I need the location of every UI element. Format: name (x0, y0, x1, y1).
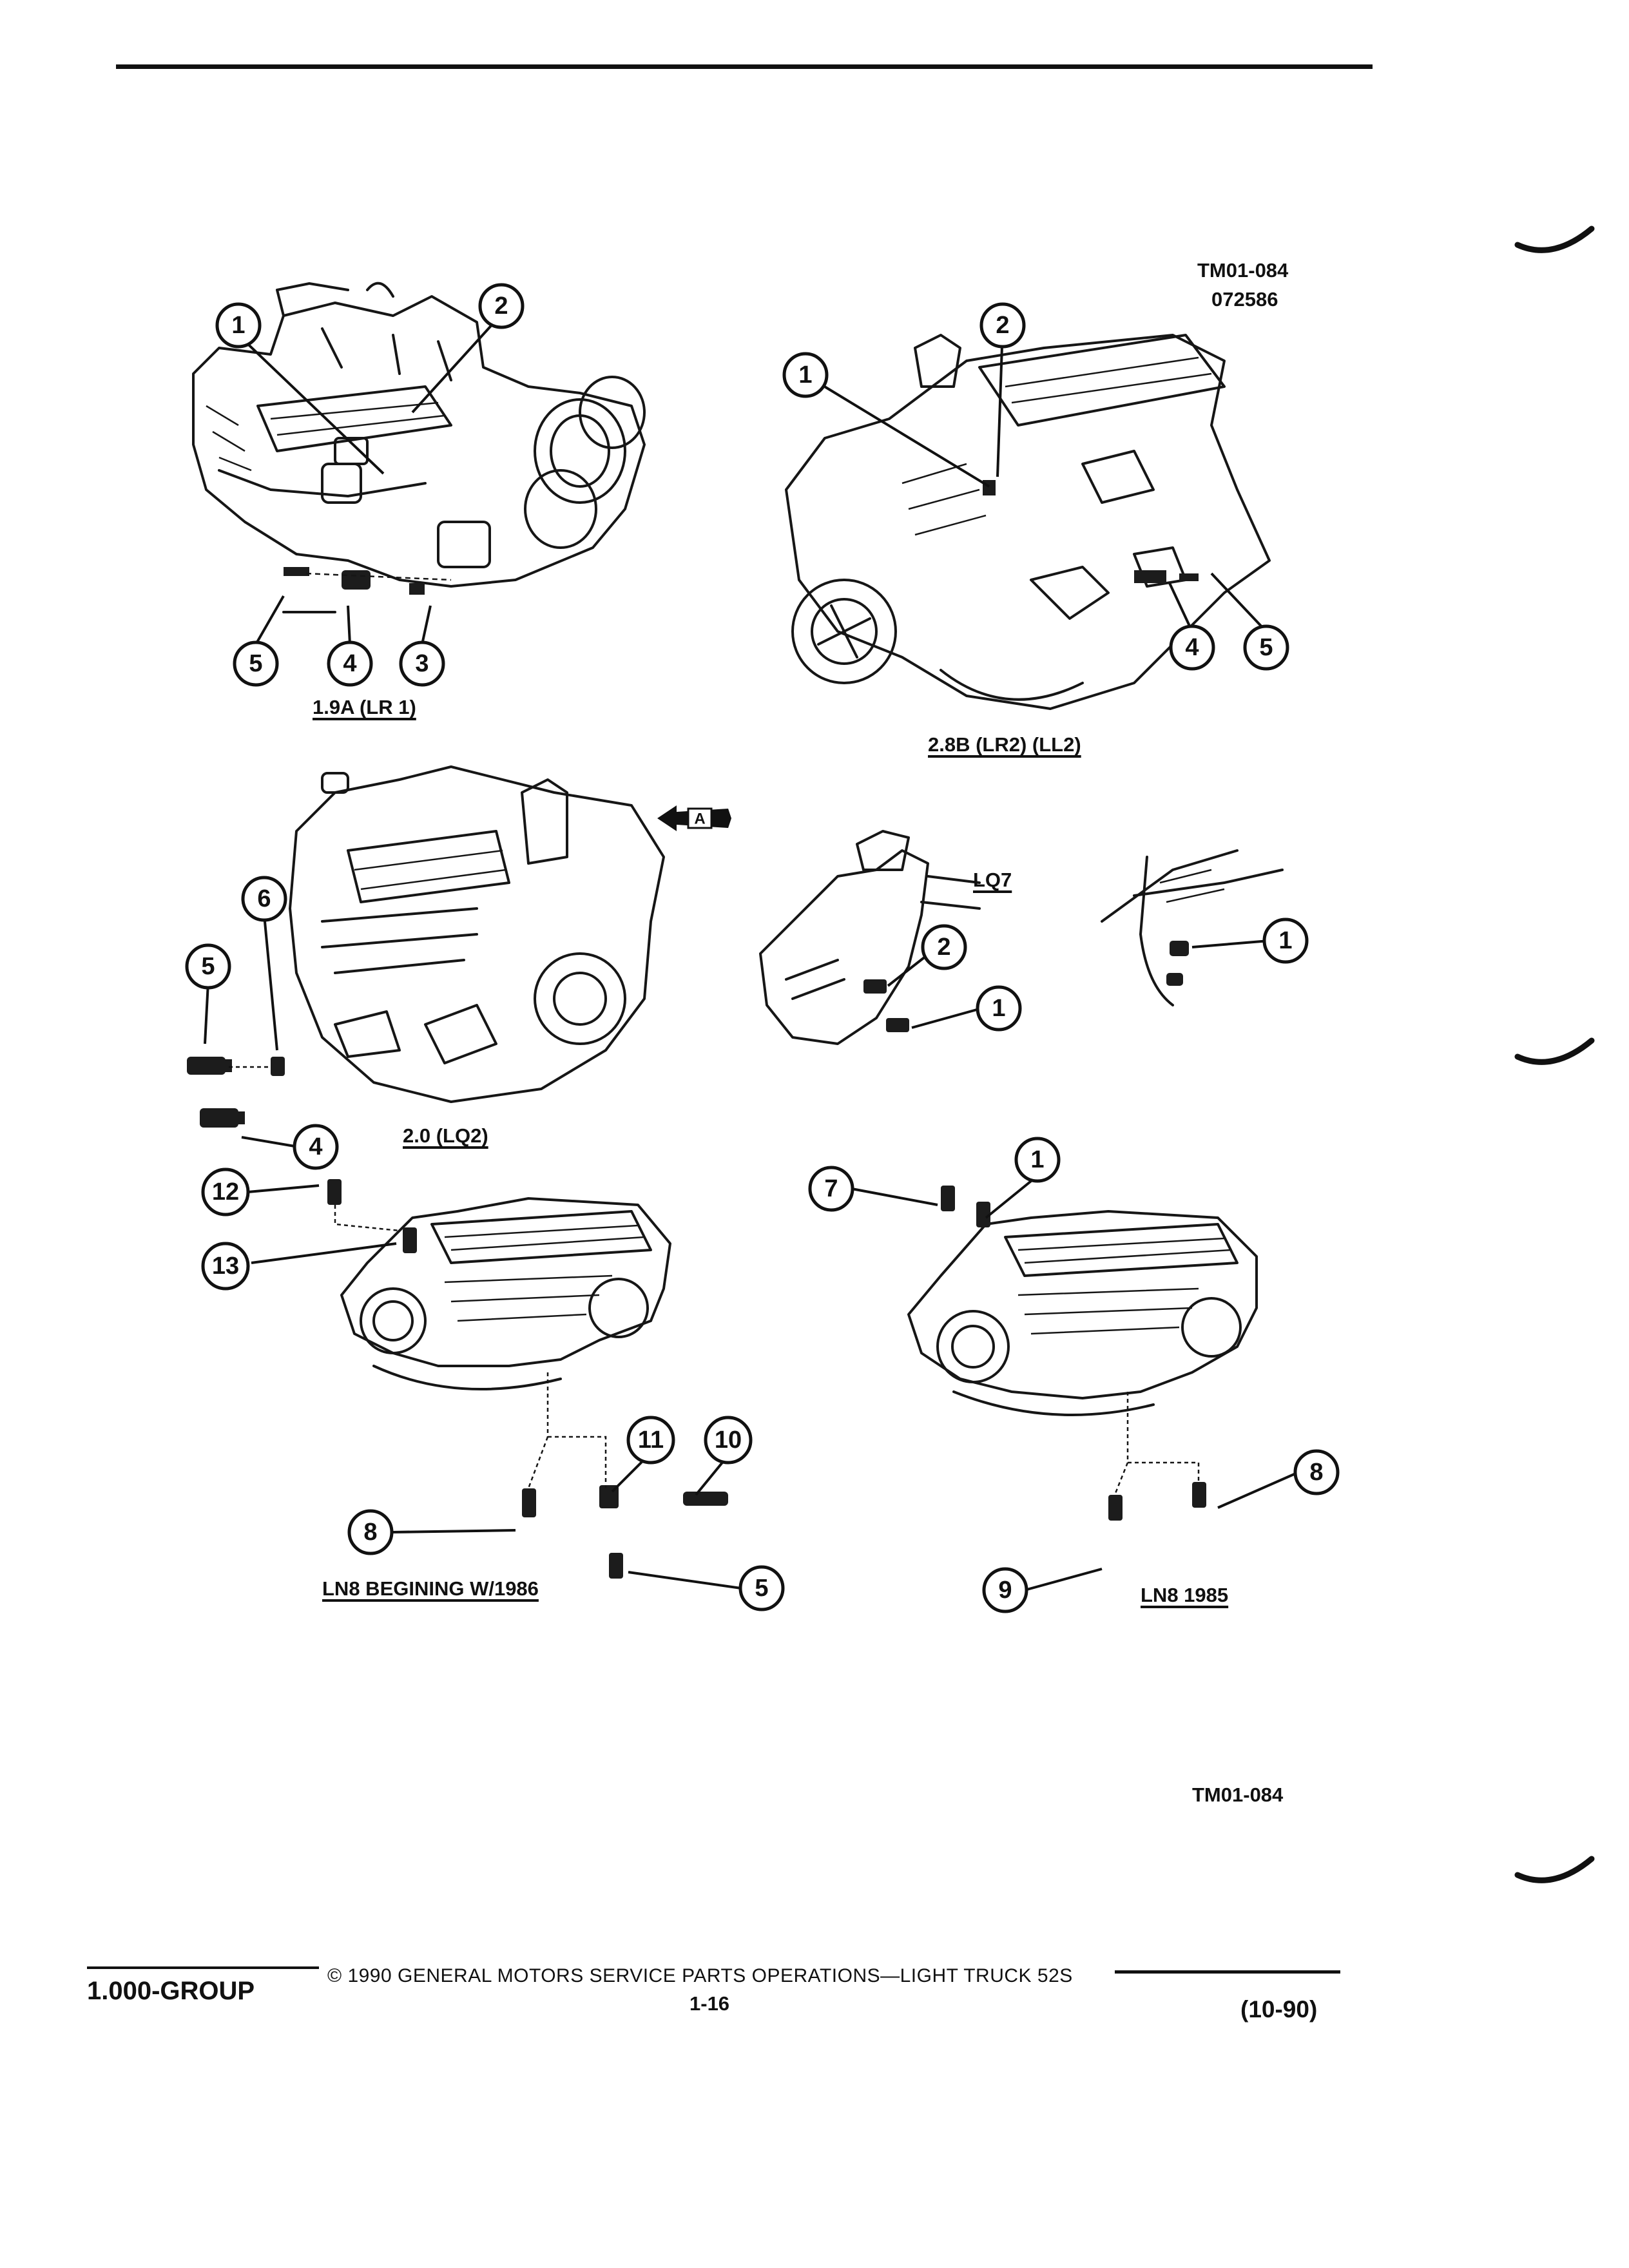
svg-text:8: 8 (1309, 1459, 1323, 1486)
header-rule (116, 64, 1373, 69)
engine-illustration-ln8-1985 (907, 1186, 1258, 1521)
footer-copyright: © 1990 GENERAL MOTORS SERVICE PARTS OPER… (327, 1965, 1073, 1986)
svg-text:4: 4 (309, 1133, 322, 1160)
figure-label-lr2: 2.8B (LR2) (LL2) (928, 733, 1081, 756)
callout-12: 12 (201, 1168, 250, 1216)
callout-9: 9 (982, 1567, 1028, 1613)
margin-curl-mark (1514, 1856, 1595, 1883)
figure-code-bottom: TM01-084 (1192, 1783, 1284, 1806)
engine-illustration-ln8-1986 (340, 1197, 671, 1390)
svg-text:1: 1 (992, 995, 1005, 1022)
engine-illustration-lr2 (785, 334, 1271, 710)
callout-7: 7 (808, 1166, 854, 1212)
svg-text:6: 6 (257, 885, 271, 912)
figure-code-top: TM01-084 (1197, 259, 1289, 282)
footer-group-label: 1.000-GROUP (87, 1977, 255, 2005)
svg-text:1: 1 (1030, 1146, 1044, 1173)
svg-text:4: 4 (343, 650, 356, 677)
engine-illustration-lq2 (289, 765, 665, 1103)
svg-text:3: 3 (415, 650, 429, 677)
margin-curl-mark (1514, 226, 1595, 253)
callout-5: 5 (233, 640, 279, 687)
figure-date-code: 072586 (1211, 288, 1278, 311)
callout-13: 13 (201, 1242, 250, 1291)
svg-text:12: 12 (212, 1178, 239, 1206)
callout-3: 3 (399, 640, 445, 687)
margin-curl-mark (1514, 1037, 1595, 1065)
footer-page-number: 1-16 (689, 1992, 730, 2015)
figure-label-lq2: 2.0 (LQ2) (403, 1124, 488, 1147)
svg-text:A: A (694, 811, 705, 828)
sensor-part-lq2 (187, 1057, 285, 1128)
svg-text:13: 13 (212, 1253, 239, 1280)
callout-6: 6 (241, 876, 287, 922)
footer-revision: (10-90) (1240, 1996, 1318, 2023)
figure-label-lr1: 1.9A (LR 1) (313, 696, 416, 718)
figure-label-ln8-1986: LN8 BEGINING W/1986 (322, 1577, 539, 1600)
engine-illustration-lr1 (192, 282, 646, 613)
svg-text:9: 9 (998, 1577, 1012, 1604)
footer-rule-left (87, 1966, 319, 1969)
callout-1: 1 (1014, 1137, 1061, 1183)
svg-text:5: 5 (249, 650, 262, 677)
view-arrow-a: A (657, 805, 731, 831)
figure-label-ln8-1985: LN8 1985 (1141, 1584, 1229, 1606)
callout-4: 4 (327, 640, 373, 687)
footer-rule-right (1115, 1970, 1340, 1974)
sensor-parts-ln8-1986 (327, 1179, 728, 1579)
svg-text:5: 5 (201, 953, 215, 980)
svg-text:7: 7 (824, 1175, 838, 1202)
engine-illustration-lq7 (759, 830, 981, 1045)
callout-5: 5 (185, 943, 231, 990)
callout-8: 8 (1293, 1449, 1340, 1495)
engine-illustration-lq7-detail (1101, 849, 1284, 1006)
figure-label-lq7: LQ7 (973, 869, 1012, 891)
